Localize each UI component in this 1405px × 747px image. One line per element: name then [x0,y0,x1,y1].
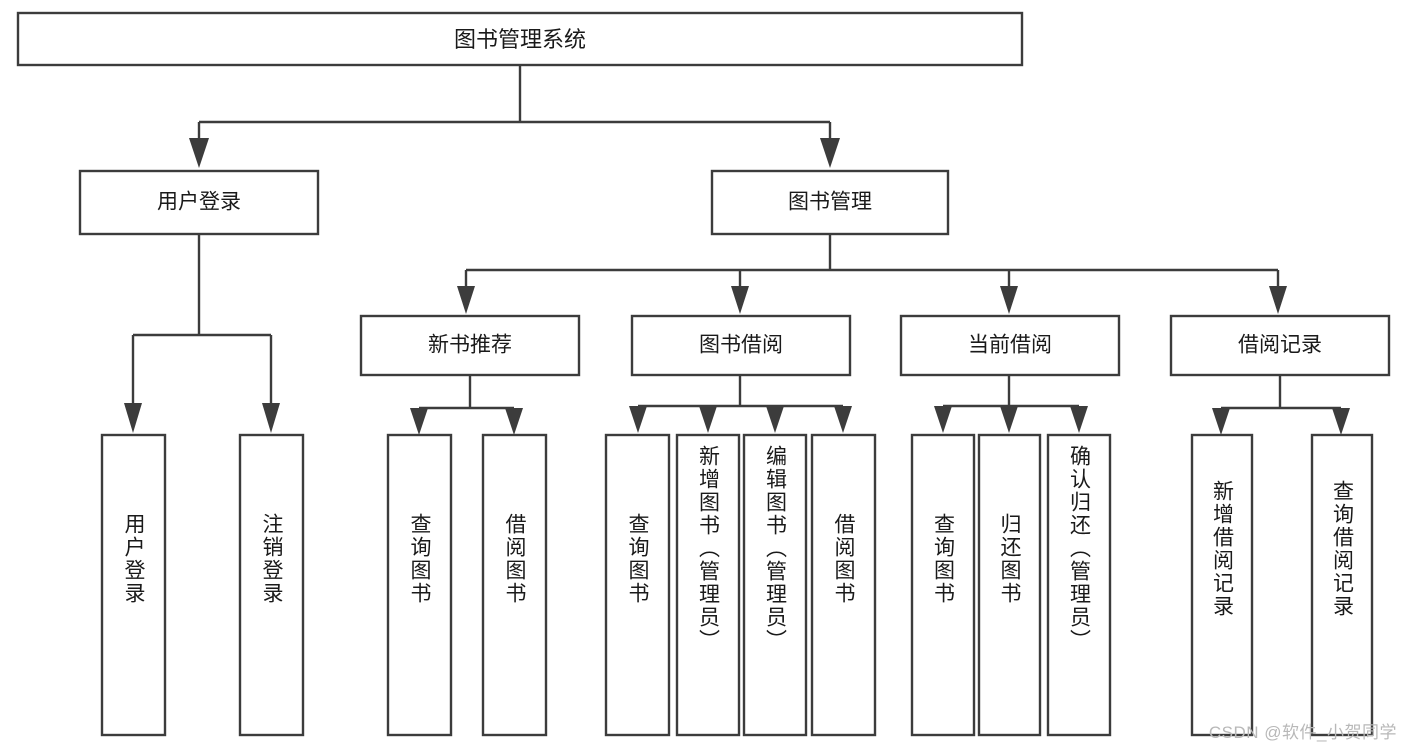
node-current-borrow[interactable]: 当前借阅 [899,314,1121,377]
node-current-borrow-rect[interactable] [899,314,1121,377]
leaf-user-login-rect[interactable] [100,433,167,737]
arrow-to-leaf-query-book-3 [934,406,952,433]
leaf-return-book-rect[interactable] [977,433,1042,737]
arrow-to-leaf-borrow-book-2 [834,406,852,433]
arrow-to-current-borrow [1000,286,1018,314]
arrow-to-leaf-user-logout [262,403,280,433]
arrow-to-leaf-confirm-return [1070,406,1088,433]
leaf-query-book-2-rect[interactable] [604,433,671,737]
connector-group-book-borrow [629,375,852,433]
leaf-add-record-rect[interactable] [1190,433,1254,737]
leaf-query-book-3-rect[interactable] [910,433,976,737]
leaf-query-record-rect[interactable] [1310,433,1374,737]
leaf-borrow-book-2-rect[interactable] [810,433,877,737]
node-borrow-record-rect[interactable] [1169,314,1391,377]
arrow-root-to-book-management [820,138,840,168]
arrow-to-borrow-record [1269,286,1287,314]
arrow-to-leaf-borrow-book-1 [505,408,523,435]
connector-group-current-borrow [934,375,1088,433]
node-borrow-record[interactable]: 借阅记录 [1169,314,1391,377]
node-user-login[interactable]: 用户登录 [78,169,320,236]
node-root-rect[interactable] [16,11,1024,67]
connector-group-new-book-recommend [410,375,523,435]
leaf-borrow-book-1-rect[interactable] [481,433,548,737]
connector-group-borrow-record [1212,375,1350,435]
watermark-text: CSDN @软件_小贺同学 [1208,723,1397,742]
connector-group-book-management [457,234,1287,314]
connector-group-user-login [124,234,280,433]
node-book-borrow-rect[interactable] [630,314,852,377]
arrow-to-leaf-add-book [699,406,717,433]
arrow-to-new-book-recommend [457,286,475,314]
arrow-to-leaf-query-book-1 [410,408,428,435]
connector-group-root [189,65,840,168]
node-user-login-rect[interactable] [78,169,320,236]
leaf-confirm-return-rect[interactable] [1046,433,1112,737]
leaf-user-logout-rect[interactable] [238,433,305,737]
arrow-to-book-borrow [731,286,749,314]
node-book-management[interactable]: 图书管理 [710,169,950,236]
node-new-book-recommend-rect[interactable] [359,314,581,377]
node-root[interactable]: 图书管理系统 [16,11,1024,67]
node-new-book-recommend[interactable]: 新书推荐 [359,314,581,377]
leaf-edit-book-rect[interactable] [742,433,808,737]
arrow-to-leaf-return-book [1000,406,1018,433]
arrow-to-leaf-query-record [1332,408,1350,435]
node-book-borrow[interactable]: 图书借阅 [630,314,852,377]
leaf-add-book-rect[interactable] [675,433,741,737]
arrow-to-leaf-user-login [124,403,142,433]
arrow-root-to-user-login [189,138,209,168]
arrow-to-leaf-add-record [1212,408,1230,435]
node-book-borrow-label: 图书借阅 [699,334,783,357]
leaf-boxes [100,433,1374,737]
arrow-to-leaf-query-book-2 [629,406,647,433]
node-book-management-rect[interactable] [710,169,950,236]
leaf-query-book-1-rect[interactable] [386,433,453,737]
node-book-management-label: 图书管理 [788,191,872,214]
node-current-borrow-label: 当前借阅 [968,334,1052,357]
node-user-login-label: 用户登录 [157,191,241,214]
node-new-book-recommend-label: 新书推荐 [428,334,512,357]
arrow-to-leaf-edit-book [766,406,784,433]
node-root-label: 图书管理系统 [454,27,586,52]
node-borrow-record-label: 借阅记录 [1238,334,1322,357]
